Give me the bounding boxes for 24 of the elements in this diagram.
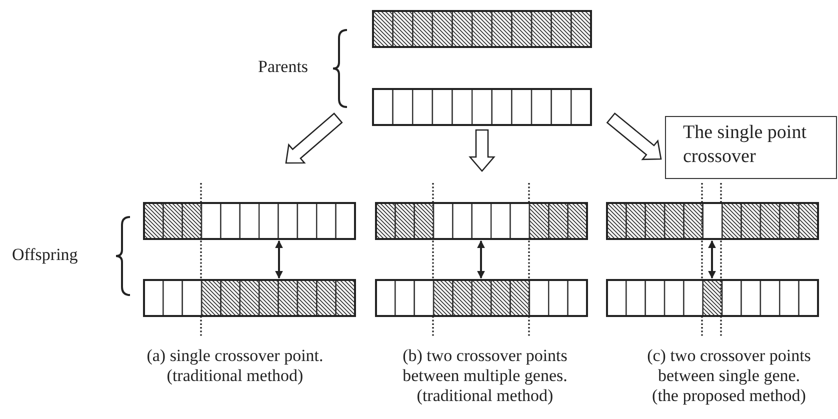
chromosome-bar (372, 10, 592, 48)
chromosome-bar (606, 279, 819, 317)
caption: (b) two crossover points between multiple genes. (402, 346, 568, 386)
caption: (a) single crossover point. (146, 346, 324, 366)
caption: (traditional method) (166, 366, 304, 386)
hollow-arrow (606, 112, 662, 160)
box-text: The single point crossover (683, 121, 808, 169)
caption: (the proposed method) (651, 386, 807, 406)
hollow-arrow (468, 129, 496, 172)
chromosome-bar (143, 279, 356, 317)
caption: (traditional method) (416, 386, 554, 406)
chromosome-bar (606, 202, 819, 240)
double-arrow (275, 240, 283, 279)
chromosome-bar (375, 279, 588, 317)
chromosome-bar (372, 88, 592, 126)
text-box (665, 116, 837, 179)
group-label: Parents (258, 57, 310, 77)
group-label: Offspring (12, 245, 79, 265)
double-arrow (477, 240, 485, 279)
double-arrow (708, 240, 716, 279)
chromosome-bar (375, 202, 588, 240)
chromosome-bar (143, 202, 356, 240)
caption: (c) two crossover points between single gene. (646, 346, 812, 386)
hollow-arrow (285, 112, 343, 164)
